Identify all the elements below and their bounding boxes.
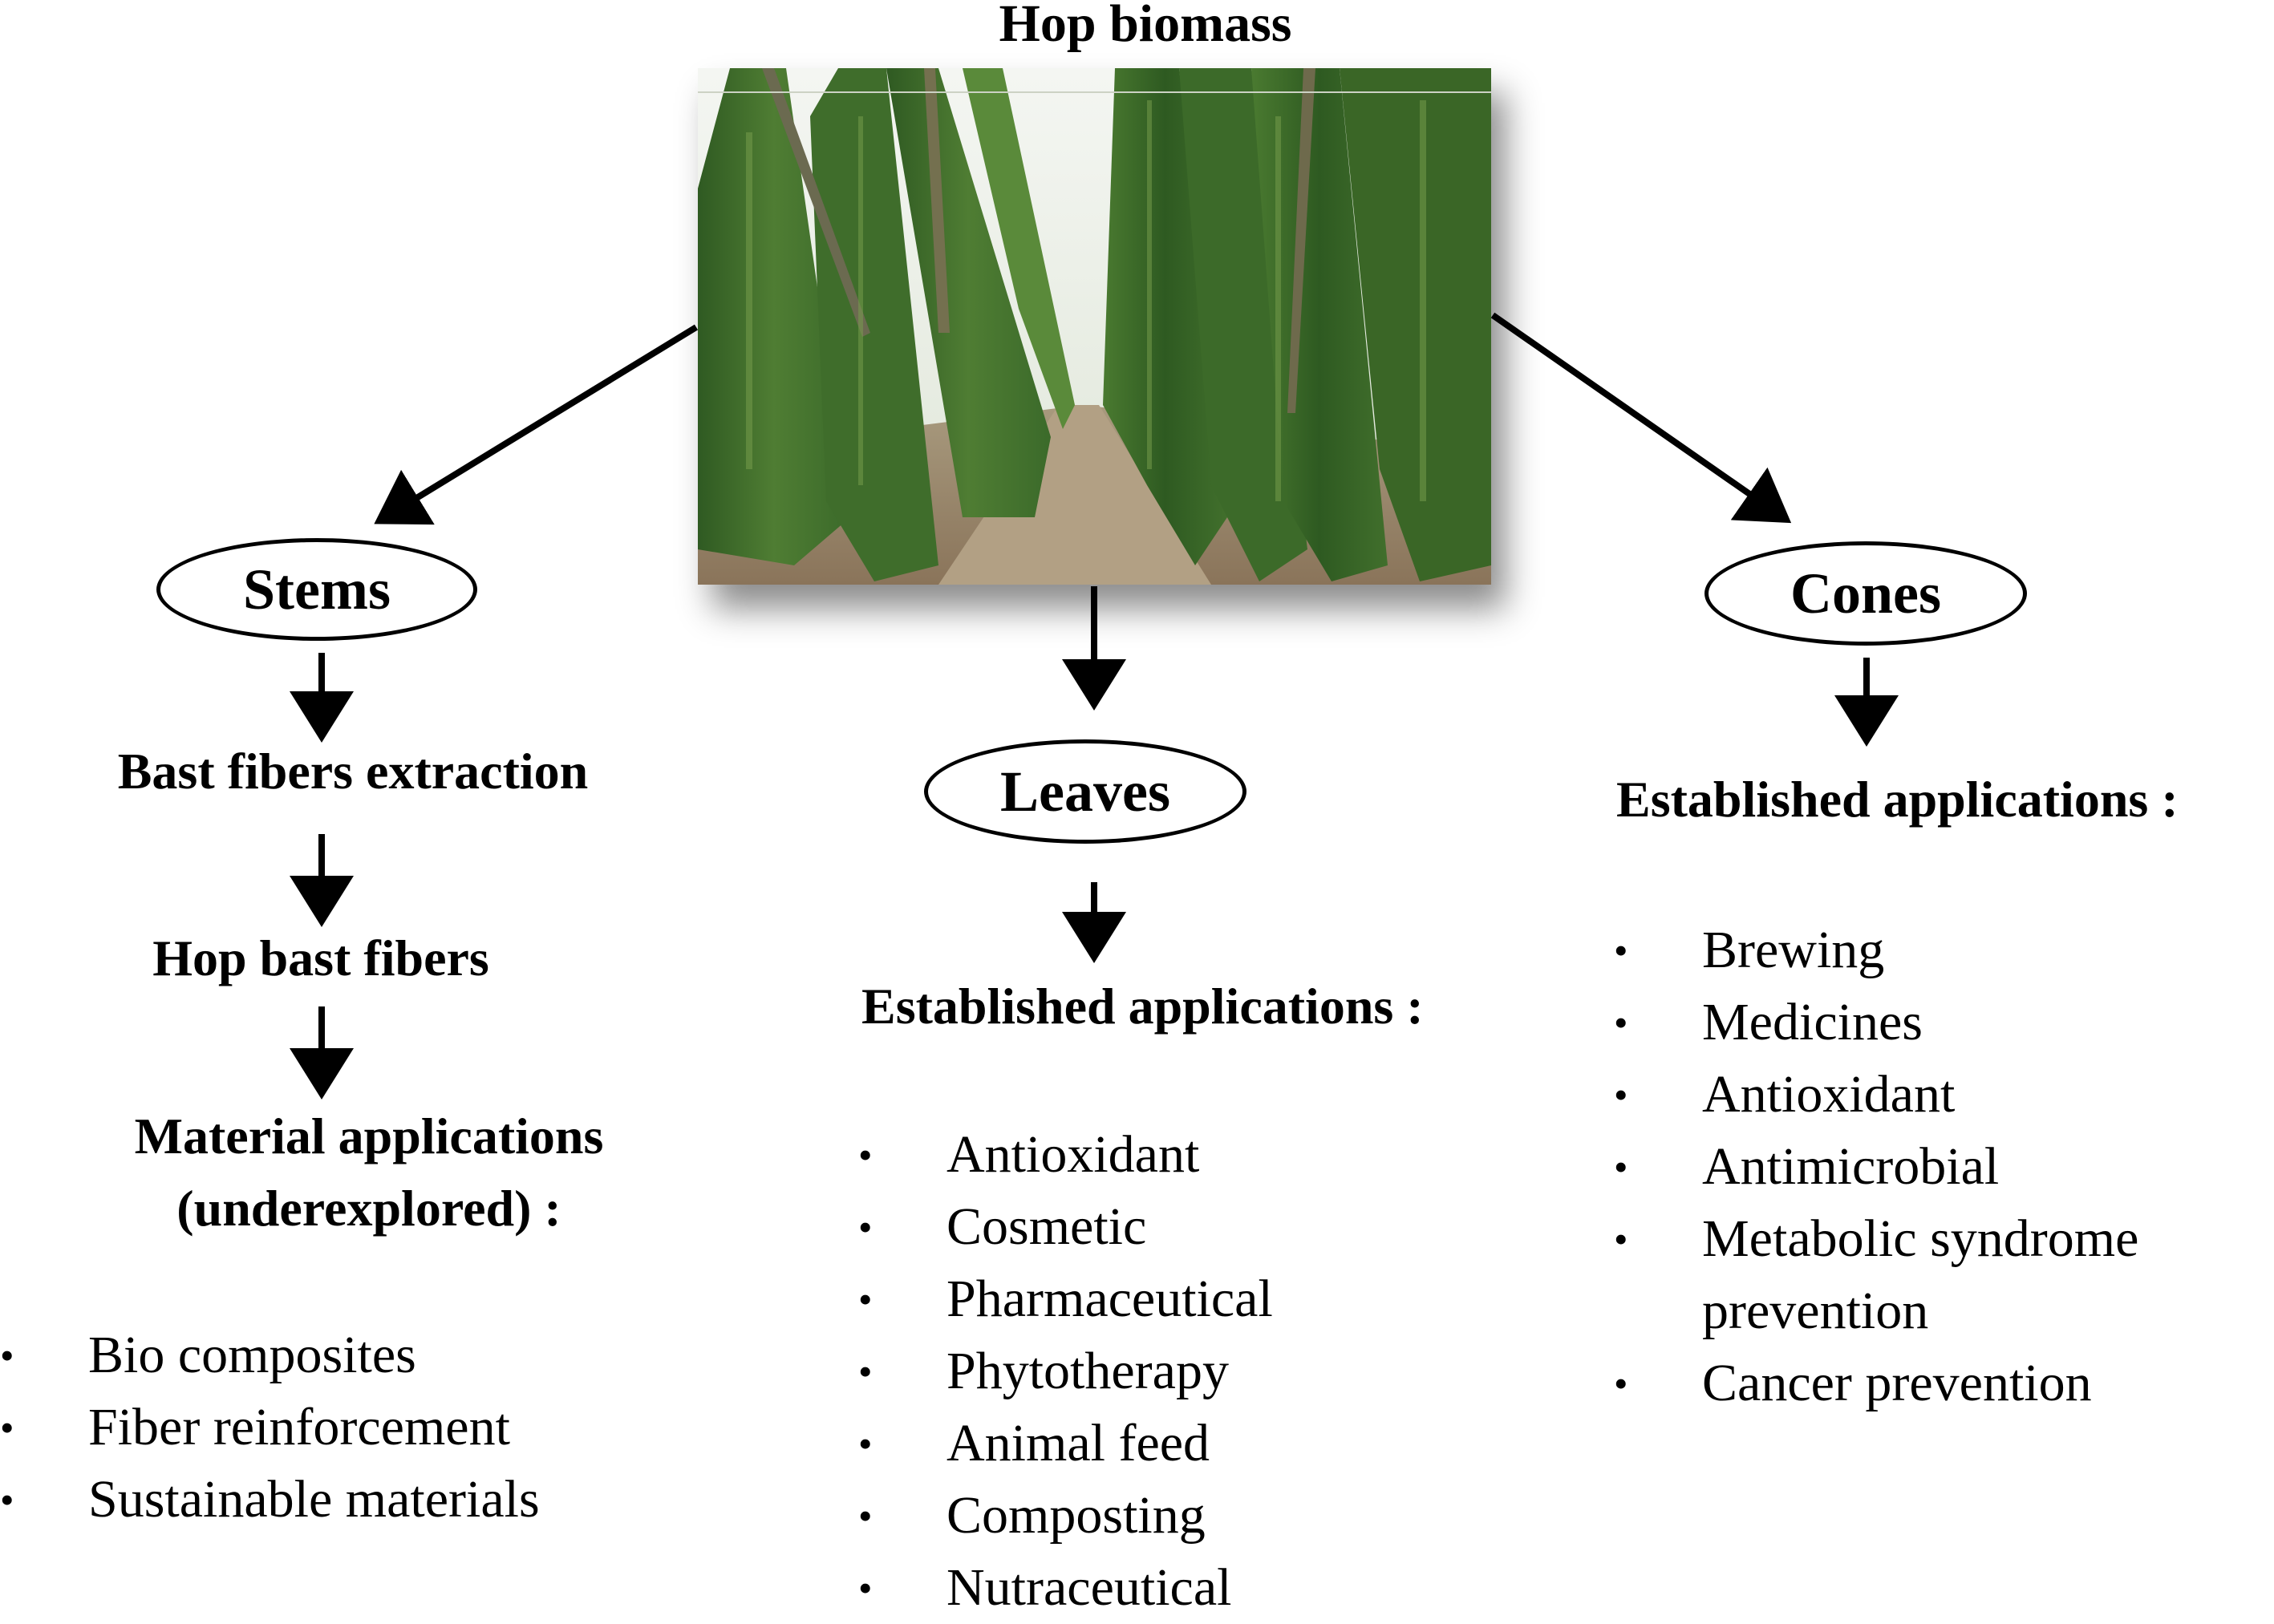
bullet-icon: •: [1614, 1000, 1628, 1045]
list-item: • Medicines: [1614, 986, 2138, 1059]
list-item: • Nutraceutical: [858, 1552, 1273, 1624]
bullet-icon: •: [0, 1333, 14, 1378]
list-item: • Brewing: [1614, 914, 2138, 986]
leaves-label: Leaves: [1000, 759, 1170, 824]
list-item-text: Animal feed: [946, 1414, 1210, 1472]
bullet-icon: •: [858, 1205, 873, 1249]
list-item: • Pharmaceutical: [858, 1263, 1273, 1335]
list-item-text: Cancer prevention: [1702, 1354, 2092, 1412]
list-item-text: Antimicrobial: [1702, 1137, 2000, 1196]
arrow-to-cones: [1490, 312, 1792, 524]
list-item-text: Medicines: [1702, 993, 1923, 1051]
bullet-icon: •: [1614, 1144, 1628, 1189]
list-item-text: Pharmaceutical: [946, 1270, 1273, 1328]
list-item: • Antimicrobial: [1614, 1131, 2138, 1203]
diagram-title: Hop biomass: [999, 0, 1292, 53]
list-item-text: Phytotherapy: [946, 1342, 1229, 1400]
list-item: • Composting: [858, 1480, 1273, 1552]
stems-applications-list: • Bio composites • Fiber reinforcement • Su…: [0, 1319, 540, 1536]
list-item-continuation: prevention: [1614, 1275, 2138, 1347]
list-item: • Metabolic syndrome: [1614, 1203, 2138, 1275]
arrow-to-stems: [374, 324, 699, 525]
cones-node: Cones: [1704, 541, 2027, 646]
list-item: • Cancer prevention: [1614, 1347, 2138, 1419]
list-item: • Antioxidant: [1614, 1059, 2138, 1131]
list-item: • Bio composites: [0, 1319, 540, 1391]
cones-applications-list: • Brewing • Medicines • Antioxidant • Antimi…: [1614, 914, 2138, 1419]
cones-label: Cones: [1790, 561, 1941, 626]
bullet-icon: •: [1614, 1217, 1628, 1262]
list-item-text: Bio composites: [88, 1326, 416, 1384]
bullet-icon: •: [0, 1477, 14, 1522]
stems-step-bast-fibers: Hop bast fibers: [152, 929, 489, 986]
list-item-text: Brewing: [1702, 921, 1885, 979]
hop-field-photo: [698, 68, 1491, 585]
list-item-text: Sustainable materials: [88, 1470, 540, 1529]
list-item: • Phytotherapy: [858, 1335, 1273, 1407]
stems-step-extraction: Bast fibers extraction: [117, 743, 589, 800]
list-item-text: Antioxidant: [1702, 1065, 1956, 1124]
bullet-icon: •: [858, 1349, 873, 1394]
list-item: • Sustainable materials: [0, 1464, 540, 1536]
list-item: • Antioxidant: [858, 1119, 1273, 1191]
hop-field-image: [698, 68, 1491, 585]
bullet-icon: •: [1614, 928, 1628, 973]
stems-applications-title-line2: (underexplored) :: [176, 1180, 561, 1237]
leaves-applications-title: Established applications :: [861, 978, 1424, 1035]
stems-applications-title-line1: Material applications: [134, 1108, 604, 1164]
bullet-icon: •: [1614, 1072, 1628, 1117]
bullet-icon: •: [858, 1421, 873, 1466]
list-item: • Cosmetic: [858, 1191, 1273, 1263]
leaves-applications-list: • Antioxidant • Cosmetic • Pharmaceutical •…: [858, 1119, 1273, 1624]
list-item-text: Nutraceutical: [946, 1558, 1232, 1617]
stems-label: Stems: [243, 557, 391, 622]
bullet-icon: •: [858, 1493, 873, 1538]
list-item: • Animal feed: [858, 1407, 1273, 1480]
bullet-icon: •: [858, 1132, 873, 1177]
list-item-text: Cosmetic: [946, 1197, 1147, 1256]
list-item-text: Antioxidant: [946, 1125, 1200, 1184]
list-item-text: Fiber reinforcement: [88, 1398, 510, 1456]
list-item: • Fiber reinforcement: [0, 1391, 540, 1464]
leaves-node: Leaves: [924, 739, 1246, 844]
bullet-icon: •: [1614, 1361, 1628, 1406]
bullet-icon: •: [858, 1565, 873, 1610]
bullet-icon: •: [858, 1277, 873, 1322]
list-item-text: Metabolic syndrome: [1702, 1209, 2139, 1268]
list-item-text: prevention: [1702, 1282, 1929, 1340]
list-item-text: Composting: [946, 1486, 1206, 1545]
cones-applications-title: Established applications :: [1616, 771, 2179, 828]
bullet-icon: •: [0, 1405, 14, 1450]
stems-node: Stems: [156, 538, 477, 641]
